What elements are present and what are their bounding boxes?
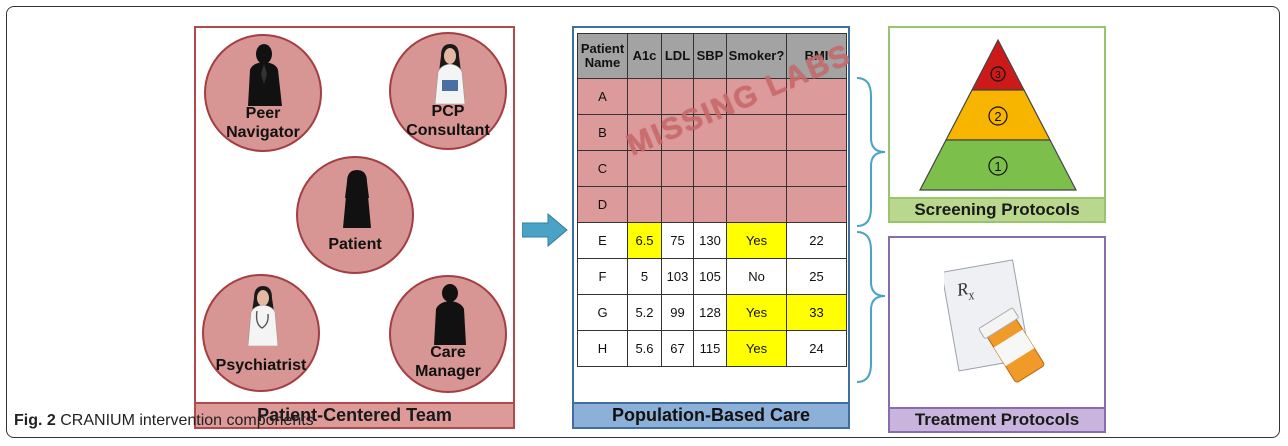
lab-value-cell — [627, 150, 662, 187]
care-manager-circle: Care Manager — [389, 275, 507, 393]
lab-value-cell: 5.6 — [627, 330, 662, 367]
pyramid-level-2: 2 — [994, 109, 1001, 124]
header-bmi: BMI — [786, 33, 847, 79]
figure-caption-text: CRANIUM intervention components — [60, 412, 314, 429]
pyramid-level-3: 3 — [995, 70, 1001, 81]
lab-value-cell — [693, 78, 727, 115]
table-row: D — [577, 186, 847, 223]
header-patient-name: Patient Name — [577, 33, 628, 79]
header-sbp: SBP — [693, 33, 727, 79]
patient-circle: Patient — [296, 156, 414, 274]
lab-value-cell: 105 — [693, 258, 727, 295]
peer-navigator-circle: Peer Navigator — [204, 34, 322, 152]
screening-protocols-title: Screening Protocols — [888, 197, 1106, 223]
patient-name-cell: B — [577, 114, 628, 151]
pcp-consultant-doctor-icon — [434, 44, 466, 104]
patient-name-cell: C — [577, 150, 628, 187]
care-manager-label: Care Manager — [415, 344, 481, 380]
lab-value-cell: 33 — [786, 294, 847, 331]
lab-value-cell: 99 — [661, 294, 694, 331]
prescription-bottle-icon: R X — [944, 259, 1045, 383]
lab-value-cell — [661, 150, 694, 187]
lab-value-cell: 5 — [627, 258, 662, 295]
lab-value-cell — [726, 150, 787, 187]
header-a1c: A1c — [627, 33, 662, 79]
table-row: A — [577, 78, 847, 115]
patient-centered-team-panel: Peer Navigator PCP Consultant Patient — [194, 26, 515, 404]
lab-value-cell: 103 — [661, 258, 694, 295]
lab-value-cell — [786, 186, 847, 223]
lab-value-cell — [786, 150, 847, 187]
figure-caption: Fig. 2 CRANIUM intervention components — [14, 412, 314, 430]
grouping-brackets — [856, 77, 886, 383]
lab-value-cell: Yes — [726, 222, 787, 259]
figure-frame — [6, 6, 1280, 438]
patient-name-cell: D — [577, 186, 628, 223]
lab-value-cell — [693, 186, 727, 223]
table-header-row: Patient Name A1c LDL SBP Smoker? BMI — [577, 33, 847, 79]
lab-value-cell: 25 — [786, 258, 847, 295]
lab-value-cell — [627, 78, 662, 115]
peer-navigator-label: Peer Navigator — [226, 105, 300, 141]
psychiatrist-label: Psychiatrist — [215, 357, 307, 374]
lab-value-cell — [693, 150, 727, 187]
population-based-care-title: Population-Based Care — [572, 402, 850, 429]
treatment-protocols-title: Treatment Protocols — [888, 407, 1106, 433]
lab-value-cell: No — [726, 258, 787, 295]
patient-centered-team-title: Patient-Centered Team — [194, 402, 515, 429]
patient-label: Patient — [328, 236, 382, 253]
header-ldl: LDL — [661, 33, 694, 79]
lab-value-cell — [627, 186, 662, 223]
right-arrow-icon — [522, 213, 568, 247]
patient-name-cell: G — [577, 294, 628, 331]
psychiatrist-doctor-icon — [247, 286, 279, 346]
lab-value-cell: Yes — [726, 294, 787, 331]
patient-name-cell: H — [577, 330, 628, 367]
patient-name-cell: F — [577, 258, 628, 295]
lab-value-cell: Yes — [726, 330, 787, 367]
pyramid-level-1: 1 — [994, 159, 1001, 174]
screening-pyramid-icon: 3 2 1 — [919, 38, 1077, 191]
lab-value-cell: 67 — [661, 330, 694, 367]
lab-value-cell: 130 — [693, 222, 727, 259]
lab-value-cell: 6.5 — [627, 222, 662, 259]
psychiatrist-circle: Psychiatrist — [202, 274, 320, 392]
table-row: C — [577, 150, 847, 187]
pcp-consultant-circle: PCP Consultant — [389, 32, 507, 150]
patient-name-cell: E — [577, 222, 628, 259]
patient-name-cell: A — [577, 78, 628, 115]
pcp-consultant-label: PCP Consultant — [406, 103, 490, 139]
lab-value-cell: 75 — [661, 222, 694, 259]
lab-value-cell: 22 — [786, 222, 847, 259]
care-manager-silhouette-icon — [434, 284, 466, 345]
screening-protocols-panel: 3 2 1 — [888, 26, 1106, 223]
lab-value-cell — [661, 78, 694, 115]
lab-value-cell: 24 — [786, 330, 847, 367]
header-smoker: Smoker? — [726, 33, 787, 79]
lab-value-cell — [786, 114, 847, 151]
lab-value-cell — [661, 186, 694, 223]
lab-value-cell — [726, 186, 787, 223]
figure-label: Fig. 2 — [14, 412, 56, 429]
svg-text:X: X — [966, 291, 976, 303]
patient-silhouette-icon — [343, 170, 371, 228]
lab-value-cell — [661, 114, 694, 151]
lab-value-cell: 115 — [693, 330, 727, 367]
lab-value-cell: 128 — [693, 294, 727, 331]
lab-value-cell: 5.2 — [627, 294, 662, 331]
lab-value-cell — [726, 78, 787, 115]
treatment-protocols-panel: R X — [888, 236, 1106, 433]
svg-text:R: R — [954, 278, 969, 300]
lab-value-cell — [726, 114, 787, 151]
peer-navigator-silhouette-icon — [248, 44, 282, 106]
